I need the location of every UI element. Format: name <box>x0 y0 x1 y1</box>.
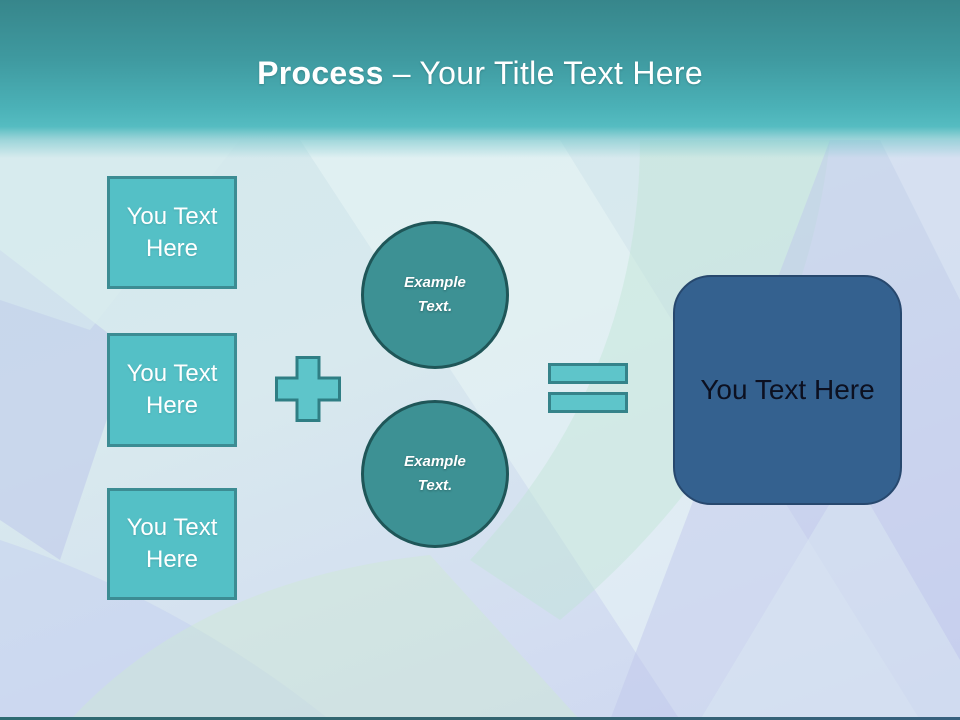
example-circle-1: Example Text. <box>361 221 509 369</box>
header-banner <box>0 0 960 158</box>
example-circle-2-label: Example Text. <box>404 453 466 494</box>
example-circle-2: Example Text. <box>361 400 509 548</box>
equals-icon <box>548 363 628 413</box>
slide-title-bold: Process <box>257 55 384 91</box>
input-box-3: You Text Here <box>107 488 237 600</box>
equals-bar-bottom <box>548 392 628 413</box>
example-circle-1-label: Example Text. <box>404 274 466 315</box>
bottom-edge-line <box>0 717 960 720</box>
result-box: You Text Here <box>673 275 902 505</box>
input-box-2-label: You Text Here <box>126 360 218 419</box>
equals-bar-top <box>548 363 628 384</box>
slide-title: Process– Your Title Text Here <box>0 54 960 92</box>
result-box-label: You Text Here <box>700 374 875 405</box>
input-box-2: You Text Here <box>107 333 237 447</box>
input-box-1: You Text Here <box>107 176 237 289</box>
input-box-1-label: You Text Here <box>126 202 218 262</box>
input-box-3-label: You Text Here <box>126 514 218 573</box>
slide-title-rest: – Your Title Text Here <box>392 55 703 91</box>
plus-icon <box>275 356 341 422</box>
